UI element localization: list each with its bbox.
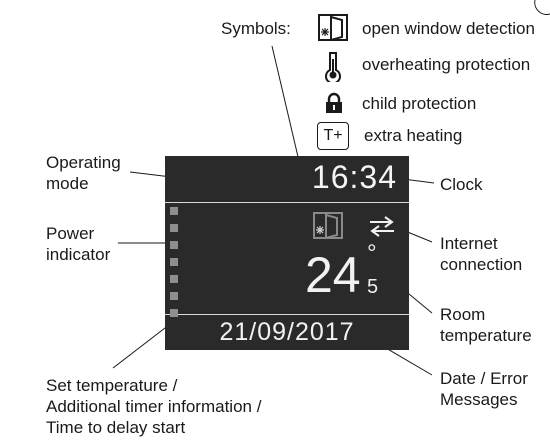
callout-clock: Clock (440, 175, 483, 194)
power-level-square (170, 275, 178, 283)
display-date: 21/09/2017 (219, 318, 355, 346)
power-level-square (170, 309, 178, 317)
callout-internet-connection: Internet connection (440, 234, 523, 274)
callout-set-temperature: Set temperature / Additional timer infor… (46, 376, 262, 437)
window-frost-icon (318, 14, 348, 42)
display-divider-bottom (165, 314, 409, 315)
corner-arc (534, 0, 550, 15)
power-level-square (170, 207, 178, 215)
legend-label-child-protection: child protection (362, 94, 477, 113)
arrows-exchange-icon (370, 216, 394, 237)
display-divider-top (165, 202, 409, 203)
callout-date-error: Date / Error Messages (440, 369, 528, 409)
degree-symbol: ° (367, 240, 377, 267)
room-temperature-value: 24 (305, 247, 361, 303)
room-temperature-decimal: 5 (367, 276, 379, 298)
callout-room-temperature: Room temperature (440, 305, 532, 345)
window-frost-icon (313, 212, 343, 240)
t-plus-icon: T+ (317, 122, 349, 150)
thermostat-display: 16:34 24 ° 5 21/09/2017 (165, 156, 409, 350)
power-level-square (170, 258, 178, 266)
symbols-title: Symbols: (221, 19, 291, 38)
callout-power-indicator: Power indicator (46, 224, 111, 264)
padlock-icon (326, 92, 342, 113)
callout-operating-mode: Operating mode (46, 153, 121, 193)
thermometer-icon (325, 52, 341, 82)
power-level-square (170, 292, 178, 300)
legend-label-open-window: open window detection (362, 19, 535, 38)
power-level-square (170, 224, 178, 232)
display-clock: 16:34 (311, 159, 397, 195)
legend-label-extra-heating: extra heating (364, 126, 463, 145)
legend-label-overheating: overheating protection (362, 55, 531, 74)
power-level-square (170, 241, 178, 249)
